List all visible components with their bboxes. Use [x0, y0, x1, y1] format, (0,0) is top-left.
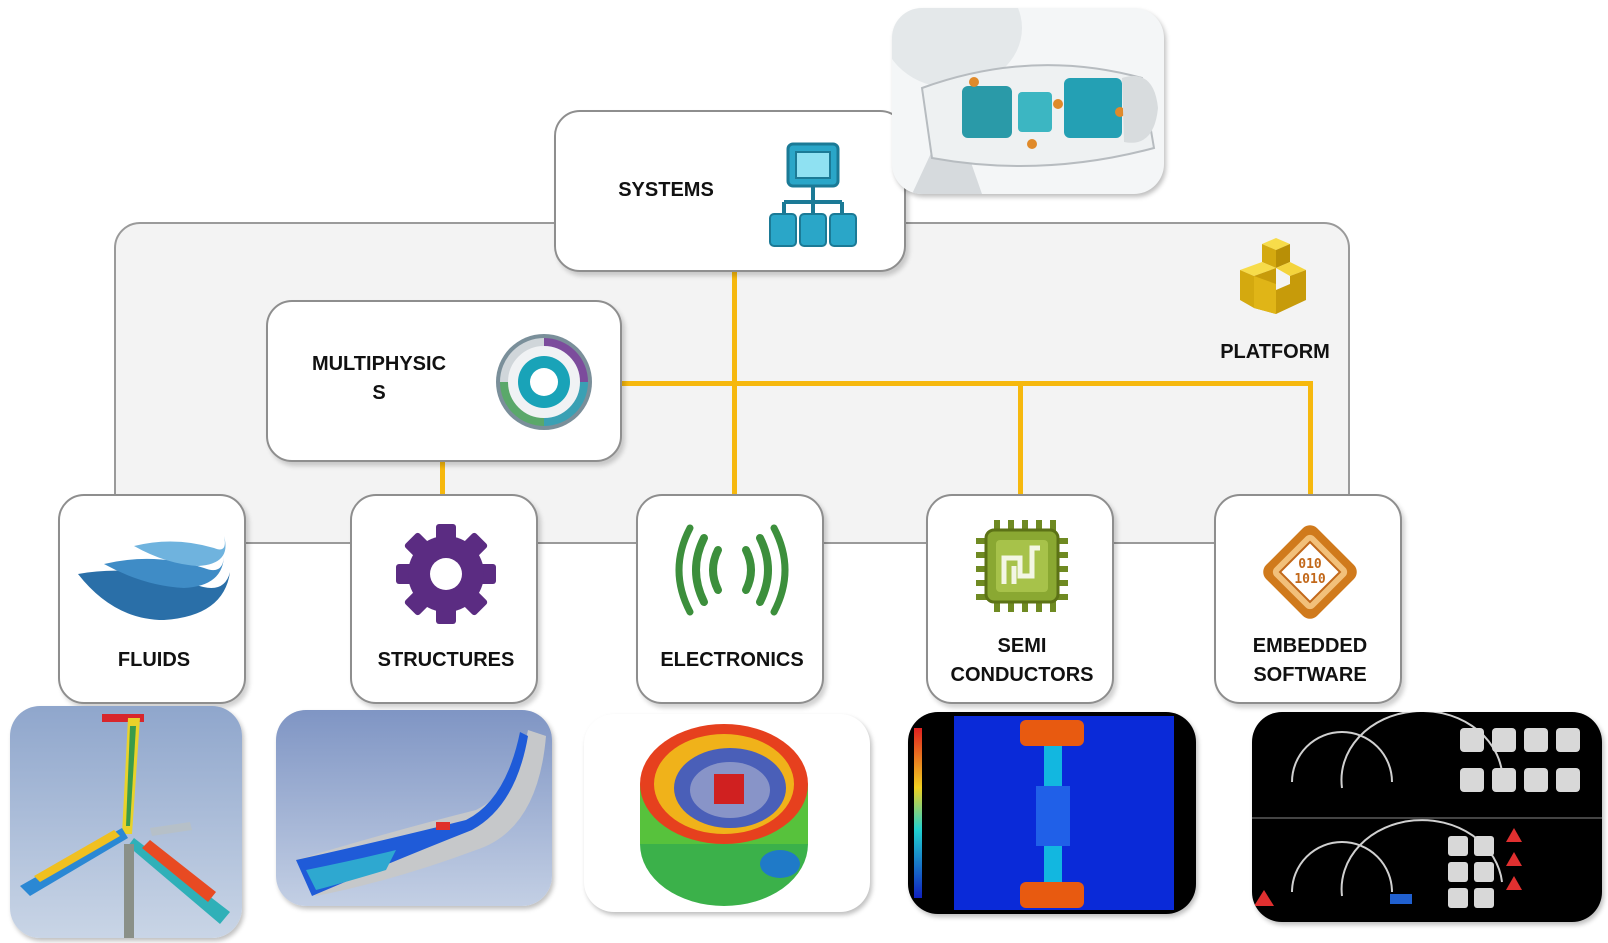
electronics-motor-image: [584, 714, 870, 912]
binary-text-bottom: 1010: [1294, 572, 1325, 587]
platform-cubes-icon: [1232, 236, 1312, 322]
gear-icon: [394, 522, 498, 626]
platform-label: PLATFORM: [1220, 341, 1330, 363]
hierarchy-icon: [764, 140, 862, 250]
semiconductors-heatmap-image: [908, 712, 1196, 914]
binary-text-top: 010: [1298, 557, 1322, 572]
multiphysics-label: MULTIPHYSIC S: [311, 353, 447, 404]
structures-blade-image: [276, 710, 552, 906]
fluids-label: FLUIDS: [117, 649, 191, 671]
systems-nacelle-image: [892, 8, 1164, 194]
wave-icon: [74, 524, 234, 624]
fluids-wind-turbine-image: [10, 706, 242, 938]
connector-semiconductors: [1018, 381, 1023, 494]
embedded-software-card[interactable]: 010 1010 EMBEDDED SOFTWARE: [1214, 494, 1402, 704]
ring-icon: [492, 330, 596, 434]
connector-horizontal: [622, 381, 1313, 386]
systems-label: SYSTEMS: [618, 179, 714, 201]
electronics-card[interactable]: ELECTRONICS: [636, 494, 824, 704]
multiphysics-card[interactable]: MULTIPHYSIC S: [266, 300, 622, 462]
chip-icon: [974, 518, 1070, 614]
fluids-card[interactable]: FLUIDS: [58, 494, 246, 704]
structures-label: STRUCTURES: [377, 649, 515, 671]
structures-card[interactable]: STRUCTURES: [350, 494, 538, 704]
embedded-software-label: EMBEDDED SOFTWARE: [1252, 635, 1368, 686]
binary-diamond-icon: 010 1010: [1254, 516, 1366, 628]
signal-waves-icon: [672, 524, 792, 616]
semiconductors-label: SEMI CONDUCTORS: [950, 635, 1094, 686]
semiconductors-card[interactable]: SEMI CONDUCTORS: [926, 494, 1114, 704]
connector-embedded: [1308, 381, 1313, 494]
systems-card[interactable]: SYSTEMS: [554, 110, 906, 272]
embedded-dashboard-image: [1252, 712, 1602, 922]
connector-structures: [440, 462, 445, 494]
electronics-label: ELECTRONICS: [660, 649, 804, 671]
